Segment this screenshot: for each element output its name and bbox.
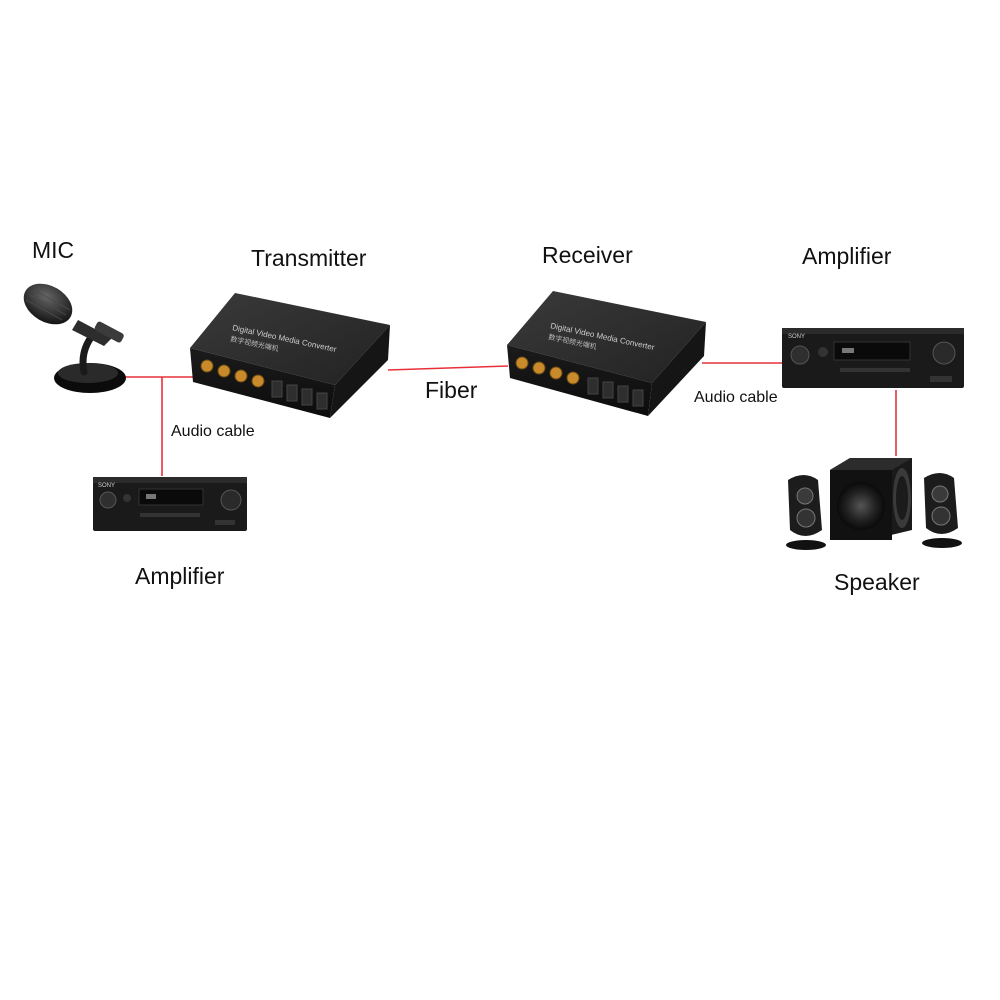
fiber-label: Fiber xyxy=(425,377,478,403)
av-receiver-icon: SONY xyxy=(782,328,964,388)
audio-cable-right-label: Audio cable xyxy=(694,389,778,406)
mic-label: MIC xyxy=(32,237,75,263)
audio-cable-left-label: Audio cable xyxy=(171,423,255,440)
cables xyxy=(118,362,897,476)
media-converter-icon: Digital Video Media Converter 数字视频光端机 xyxy=(507,291,706,416)
speaker-system-icon xyxy=(786,458,962,550)
speaker-label: Speaker xyxy=(834,569,920,595)
microphone-icon xyxy=(23,283,126,393)
amplifier-brand-left: SONY xyxy=(98,483,115,489)
amplifier-brand-right: SONY xyxy=(788,334,805,340)
transmitter-label: Transmitter xyxy=(251,245,367,271)
amplifier-left-label: Amplifier xyxy=(135,563,225,589)
av-receiver-icon: SONY xyxy=(93,477,247,531)
fiber-cable xyxy=(387,365,509,371)
amplifier-right-label: Amplifier xyxy=(802,243,892,269)
media-converter-icon: Digital Video Media Converter 数字视频光端机 xyxy=(190,293,390,418)
receiver-label: Receiver xyxy=(542,242,633,268)
